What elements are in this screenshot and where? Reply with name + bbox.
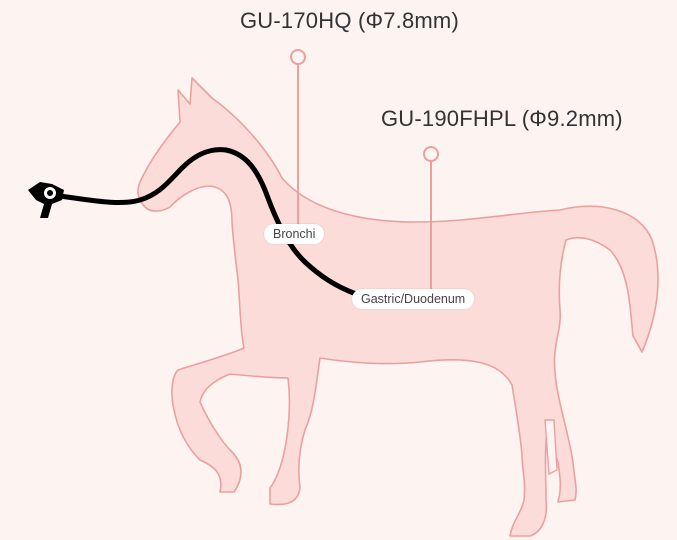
gu-170hq-label: GU-170HQ (Φ7.8mm)	[240, 8, 459, 34]
pointer-dot-gu-170hq	[291, 50, 305, 64]
pointer-dot-gu-190fhpl	[424, 147, 438, 161]
endoscope-handle-icon	[28, 182, 64, 218]
gastric-duodenum-tag: Gastric/Duodenum	[352, 289, 474, 309]
gu-190fhpl-label: GU-190FHPL (Φ9.2mm)	[381, 106, 623, 132]
bronchi-tag: Bronchi	[264, 224, 324, 244]
